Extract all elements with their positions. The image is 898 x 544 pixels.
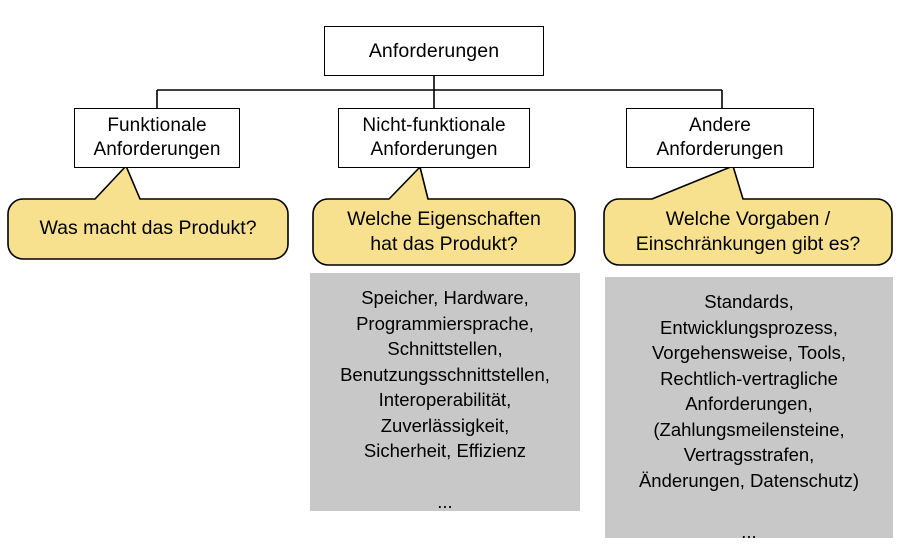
node-andere-anforderungen[interactable]: Andere Anforderungen <box>626 108 814 168</box>
callout-functional-label: Was macht das Produkt? <box>39 217 257 240</box>
callout-other-label: Welche Vorgaben / Einschränkungen gibt e… <box>635 207 861 255</box>
node-funktionale-anforderungen[interactable]: Funktionale Anforderungen <box>74 108 240 168</box>
details-other-box: Standards, Entwicklungsprozess, Vorgehen… <box>605 277 893 542</box>
callout-non-functional-label: Welche Eigenschaften hat das Produkt? <box>347 207 541 255</box>
node-nicht-funktionale-anforderungen[interactable]: Nicht-funktionale Anforderungen <box>338 108 530 168</box>
details-non-functional-box: Speicher, Hardware, Programmiersprache, … <box>310 273 580 512</box>
node-root-anforderungen[interactable]: Anforderungen <box>324 26 544 76</box>
